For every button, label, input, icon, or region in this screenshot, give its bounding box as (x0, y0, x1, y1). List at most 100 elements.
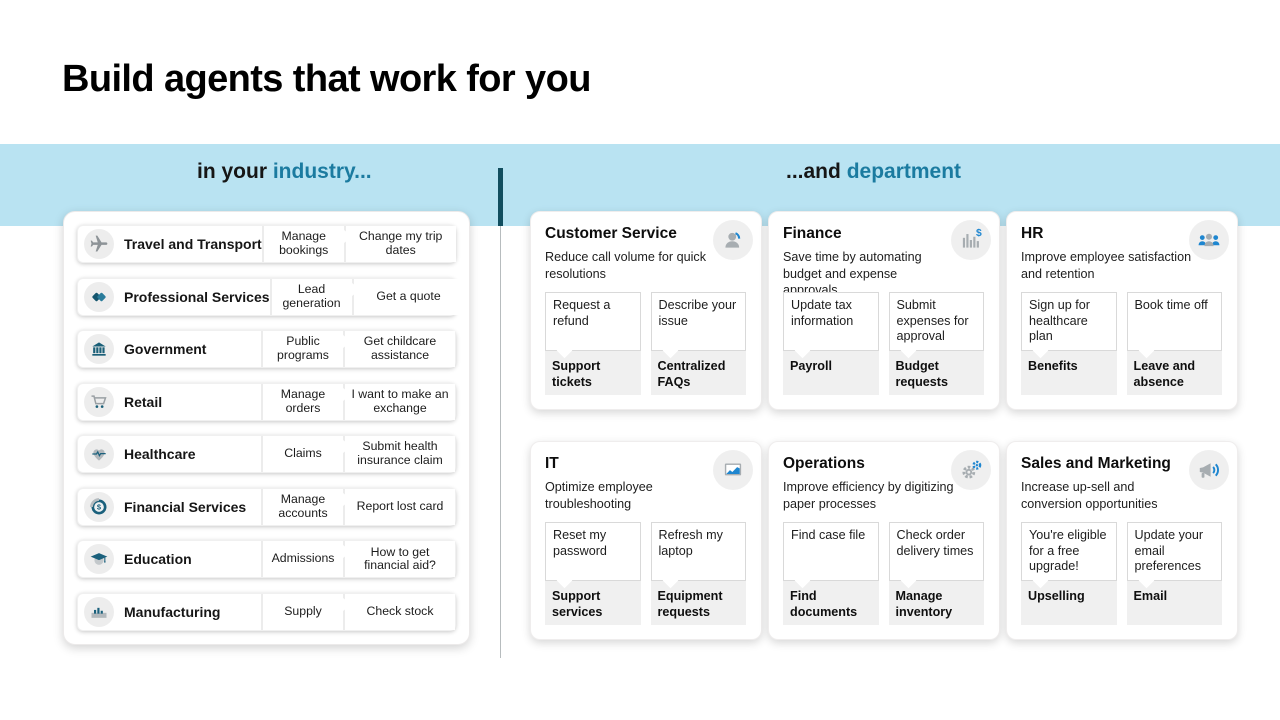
query-bubble: How to get financial aid? (345, 541, 455, 578)
query-bubble: I want to make an exchange (345, 383, 455, 420)
query-bubble: Get a quote (353, 278, 464, 315)
card-title: Finance (783, 225, 842, 242)
card-description: Improve efficiency by digitizing paper p… (783, 480, 954, 511)
card-description: Reduce call volume for quick resolutions (545, 250, 706, 281)
page-title: Build agents that work for you (62, 58, 591, 100)
query-bubble: Submit health insurance claim (345, 436, 455, 473)
divider (343, 541, 345, 578)
industry-header: in your industry... (197, 160, 372, 184)
topic-label: Leave and absence (1126, 351, 1222, 395)
industry-panel: Travel and Transport Manage bookings Cha… (63, 211, 470, 645)
topic-chip: Public programs (277, 334, 329, 363)
card-columns: Reset my password Support services Refre… (545, 522, 746, 625)
query-bubble: Get childcare assistance (345, 331, 455, 368)
divider (261, 226, 264, 262)
card-description: Optimize employee troubleshooting (545, 480, 653, 511)
airplane-icon (84, 229, 114, 259)
topic-chip: Admissions (271, 551, 335, 566)
industry-label: Manufacturing (124, 603, 221, 620)
topic-label: Support tickets (545, 351, 641, 395)
card-title: IT (545, 455, 559, 472)
query-bubble: Update tax information (783, 292, 879, 351)
industry-label: Government (124, 341, 207, 358)
industry-label: Financial Services (124, 498, 247, 515)
bank-building-icon (84, 334, 114, 365)
topic-label: Payroll (783, 351, 879, 395)
topic-chip: Supply (284, 604, 322, 619)
card-title: Sales and Marketing (1021, 455, 1171, 472)
card-column: Update tax information Payroll (783, 292, 879, 395)
topic-label: Find documents (783, 581, 879, 625)
divider (343, 488, 345, 525)
topic-chip: Lead generation (282, 281, 341, 310)
department-header-accent: department (846, 160, 962, 183)
factory-icon (84, 596, 114, 627)
query-bubble: Book time off (1126, 292, 1222, 351)
heart-pulse-icon (84, 439, 114, 470)
industry-row-manufacturing: Manufacturing Supply Check stock (77, 592, 456, 631)
divider (261, 541, 263, 578)
card-columns: You're eligible for a free upgrade! Upse… (1021, 522, 1222, 625)
card-column: Describe your issue Centralized FAQs (650, 292, 746, 395)
coin-icon: $ (84, 491, 114, 522)
topic-label: Manage inventory (888, 581, 984, 625)
divider (343, 331, 345, 368)
section-divider-line (500, 226, 501, 658)
card-column: Sign up for healthcare plan Benefits (1021, 292, 1117, 395)
divider (343, 593, 345, 630)
query-bubble: Submit expenses for approval (888, 292, 984, 351)
divider (261, 383, 263, 420)
section-divider-accent (498, 168, 503, 226)
card-columns: Sign up for healthcare plan Benefits Boo… (1021, 292, 1222, 395)
query-bubble: Request a refund (545, 292, 641, 351)
card-title: Operations (783, 455, 865, 472)
card-column: Refresh my laptop Equipment requests (650, 522, 746, 625)
topic-label: Upselling (1021, 581, 1117, 625)
query-bubble: Reset my password (545, 522, 641, 581)
card-column: You're eligible for a free upgrade! Upse… (1021, 522, 1117, 625)
query-bubble: You're eligible for a free upgrade! (1021, 522, 1117, 581)
department-card-customer-service: Customer Service Reduce call volume for … (530, 211, 762, 410)
department-card-finance: $ Finance Save time by automating budget… (768, 211, 1000, 410)
department-card-it: IT Optimize employee troubleshooting Res… (530, 441, 762, 640)
industry-row-professional-services: Professional Services Lead generation Ge… (77, 277, 464, 316)
department-card-hr: HR Improve employee satisfaction and ret… (1006, 211, 1238, 410)
department-card-operations: Operations Improve efficiency by digitiz… (768, 441, 1000, 640)
divider (351, 278, 354, 315)
query-bubble: Sign up for healthcare plan (1021, 292, 1117, 351)
handshake-icon (84, 281, 114, 312)
query-bubble: Refresh my laptop (650, 522, 746, 581)
query-bubble: Find case file (783, 522, 879, 581)
department-grid: Customer Service Reduce call volume for … (530, 211, 1238, 640)
industry-label: Retail (124, 393, 163, 410)
card-column: Find case file Find documents (783, 522, 879, 625)
card-description: Increase up-sell and conversion opportun… (1021, 480, 1158, 511)
card-columns: Find case file Find documents Check orde… (783, 522, 984, 625)
card-column: Request a refund Support tickets (545, 292, 641, 395)
query-bubble: Update your email preferences (1126, 522, 1222, 581)
industry-label: Travel and Transport (124, 236, 262, 252)
divider (261, 436, 263, 473)
topic-label: Equipment requests (650, 581, 746, 625)
topic-label: Budget requests (888, 351, 984, 395)
industry-label: Professional Services (124, 288, 270, 305)
gears-icon (951, 450, 991, 490)
query-bubble: Describe your issue (650, 292, 746, 351)
query-bubble: Check stock (345, 593, 455, 630)
divider (261, 488, 263, 525)
card-column: Reset my password Support services (545, 522, 641, 625)
industry-row-retail: Retail Manage orders I want to make an e… (77, 382, 456, 421)
laptop-chart-icon (713, 450, 753, 490)
card-columns: Request a refund Support tickets Describ… (545, 292, 746, 395)
industry-label: Healthcare (124, 446, 196, 463)
graduation-cap-icon (84, 544, 114, 575)
divider (343, 226, 346, 262)
card-column: Update your email preferences Email (1126, 522, 1222, 625)
topic-chip: Manage accounts (278, 492, 328, 520)
topic-chip: Manage orders (280, 386, 326, 415)
people-group-icon (1189, 220, 1229, 260)
topic-chip: Manage bookings (279, 229, 329, 257)
divider (261, 331, 263, 368)
query-bubble: Change my trip dates (345, 226, 456, 262)
industry-label: Education (124, 551, 192, 568)
